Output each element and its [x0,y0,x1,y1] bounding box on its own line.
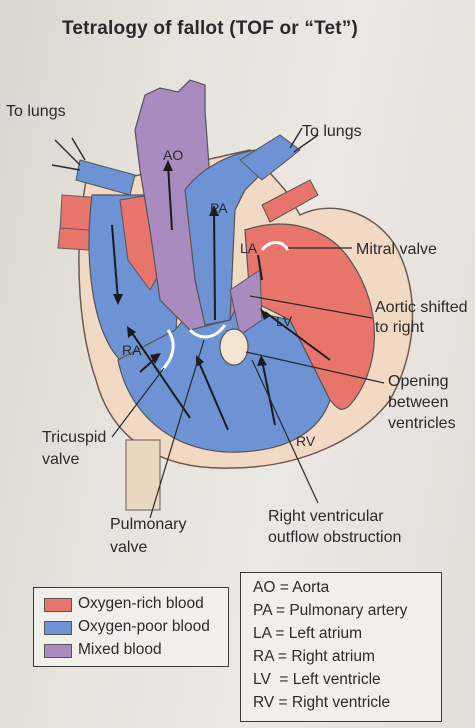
label-opening-1: Opening [388,372,449,392]
chamber-label-ao: AO [163,147,183,163]
label-aortic-shifted-1: Aortic shifted [375,298,467,318]
chamber-label-rv: RV [296,433,315,449]
abbr-ra: RA = Right atrium [253,648,375,666]
abbr-lv: LV = Left ventricle [253,671,381,689]
ventricular-septal-defect [220,329,248,365]
abbr-la: LA = Left atrium [253,625,362,643]
label-rvoo-2: outflow obstruction [268,528,401,548]
label-aortic-shifted-2: to right [375,318,424,338]
chamber-label-pa: PA [210,200,228,216]
label-tricuspid-2: valve [42,450,79,470]
legend-mixed: Mixed blood [78,641,162,659]
label-to-lungs-left: To lungs [6,102,66,122]
swatch-mixed [44,644,72,658]
label-pulmonary-2: valve [110,538,147,558]
chamber-label-ra: RA [122,342,141,358]
swatch-oxygen-poor [44,621,72,635]
abbr-ao: AO = Aorta [253,579,329,597]
chamber-label-la: LA [240,240,257,256]
abbreviation-legend: AO = Aorta PA = Pulmonary artery LA = Le… [240,572,442,722]
heart-diagram [0,0,475,580]
label-to-lungs-right: To lungs [302,122,362,142]
chamber-label-lv: LV [276,313,292,329]
inferior-vena-cava [126,440,160,510]
label-opening-3: ventricles [388,414,456,434]
label-tricuspid-1: Tricuspid [42,428,106,448]
label-mitral-valve: Mitral valve [356,240,437,260]
label-pulmonary-1: Pulmonary [110,515,186,535]
legend-oxygen-poor: Oxygen-poor blood [78,618,210,636]
swatch-oxygen-rich [44,598,72,612]
color-legend: Oxygen-rich blood Oxygen-poor blood Mixe… [33,587,229,667]
legend-oxygen-rich: Oxygen-rich blood [78,595,204,613]
abbr-rv: RV = Right ventricle [253,694,390,712]
abbr-pa: PA = Pulmonary artery [253,602,407,620]
label-rvoo-1: Right ventricular [268,507,384,527]
label-opening-2: between [388,393,449,413]
